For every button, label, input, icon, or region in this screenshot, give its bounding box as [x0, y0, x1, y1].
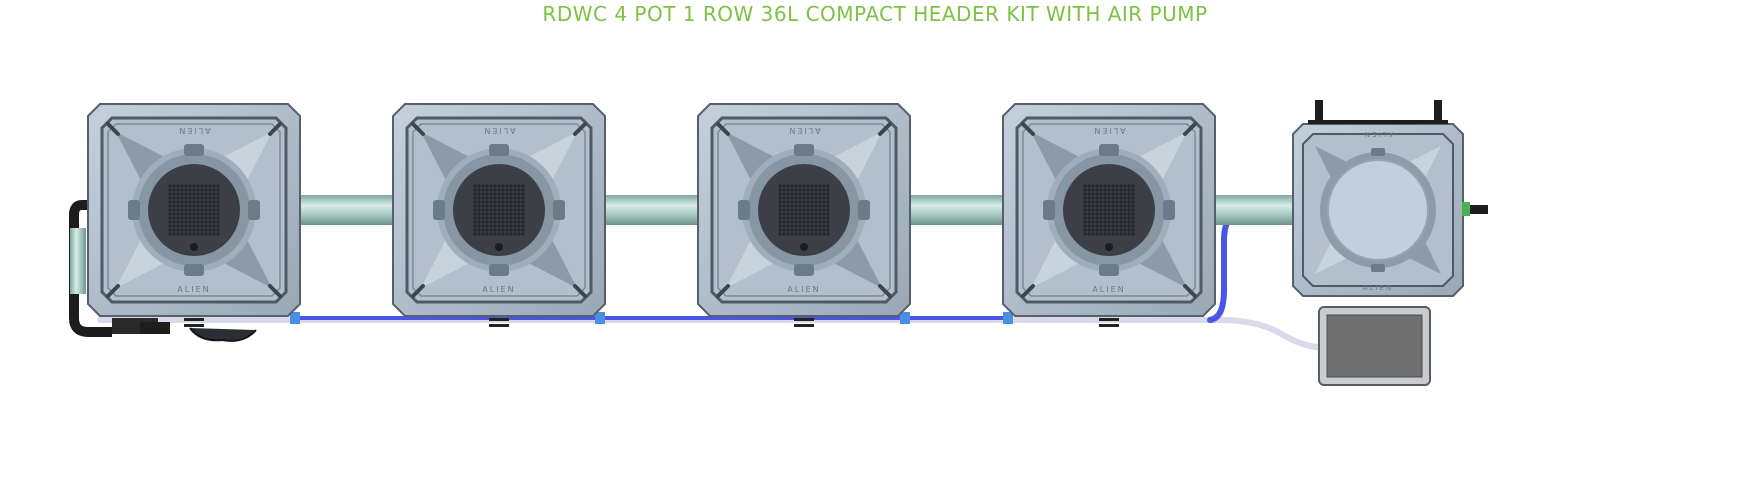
air-connector-1	[290, 312, 300, 324]
pot-foot-b-1	[184, 324, 204, 327]
fitting-right	[1434, 100, 1442, 124]
header-pipe-2	[605, 195, 698, 225]
air-pump-face	[1326, 314, 1423, 378]
header-pipe-4	[1215, 195, 1298, 225]
return-pipe-vertical	[70, 228, 86, 294]
pot-foot-a-3	[794, 318, 814, 321]
pot-foot-b-4	[1099, 324, 1119, 327]
air-line-riser	[1207, 207, 1303, 323]
header-pipe-1	[300, 195, 393, 225]
header-pipe-3	[910, 195, 1003, 225]
pot-brand-top-1: ALIEN	[177, 126, 210, 135]
side-valve-green	[1462, 202, 1470, 216]
control-brand-bottom: ALIEN	[1363, 284, 1393, 292]
pot-brand-top-3: ALIEN	[787, 126, 820, 135]
side-valve-handle	[1470, 205, 1488, 214]
drain-fitting	[140, 322, 170, 334]
pot-brand-top-4: ALIEN	[1092, 126, 1125, 135]
grow-pot-2: ALIEN ALIEN	[391, 102, 607, 318]
pot-brand-bottom-4: ALIEN	[1092, 285, 1125, 294]
grow-pot-1: ALIEN ALIEN	[86, 102, 302, 318]
pot-brand-bottom-2: ALIEN	[482, 285, 515, 294]
pot-foot-b-2	[489, 324, 509, 327]
pot-foot-a-4	[1099, 318, 1119, 321]
water-pump	[189, 327, 257, 342]
pot-foot-b-3	[794, 324, 814, 327]
net-pot-mesh-2	[473, 184, 525, 236]
control-brand-top: ALIEN	[1363, 130, 1393, 138]
net-pot-mesh-4	[1083, 184, 1135, 236]
pot-foot-a-1	[184, 318, 204, 321]
return-water-line	[97, 317, 1333, 351]
grow-pot-3: ALIEN ALIEN	[696, 102, 912, 318]
air-connector-4	[1003, 312, 1013, 324]
fitting-bar	[1308, 120, 1448, 124]
pot-brand-bottom-3: ALIEN	[787, 285, 820, 294]
fitting-left	[1315, 100, 1323, 124]
air-pump	[1318, 306, 1431, 386]
net-pot-mesh-1	[168, 184, 220, 236]
pot-foot-a-2	[489, 318, 509, 321]
control-bucket-lid	[1327, 159, 1429, 261]
diagram-title: RDWC 4 POT 1 ROW 36L COMPACT HEADER KIT …	[542, 2, 1208, 26]
air-connector-2	[595, 312, 605, 324]
net-pot-mesh-3	[778, 184, 830, 236]
pot-brand-bottom-1: ALIEN	[177, 285, 210, 294]
control-bucket: ALIEN ALIEN	[1292, 123, 1464, 297]
air-connector-3	[900, 312, 910, 324]
grow-pot-4: ALIEN ALIEN	[1001, 102, 1217, 318]
pot-brand-top-2: ALIEN	[482, 126, 515, 135]
